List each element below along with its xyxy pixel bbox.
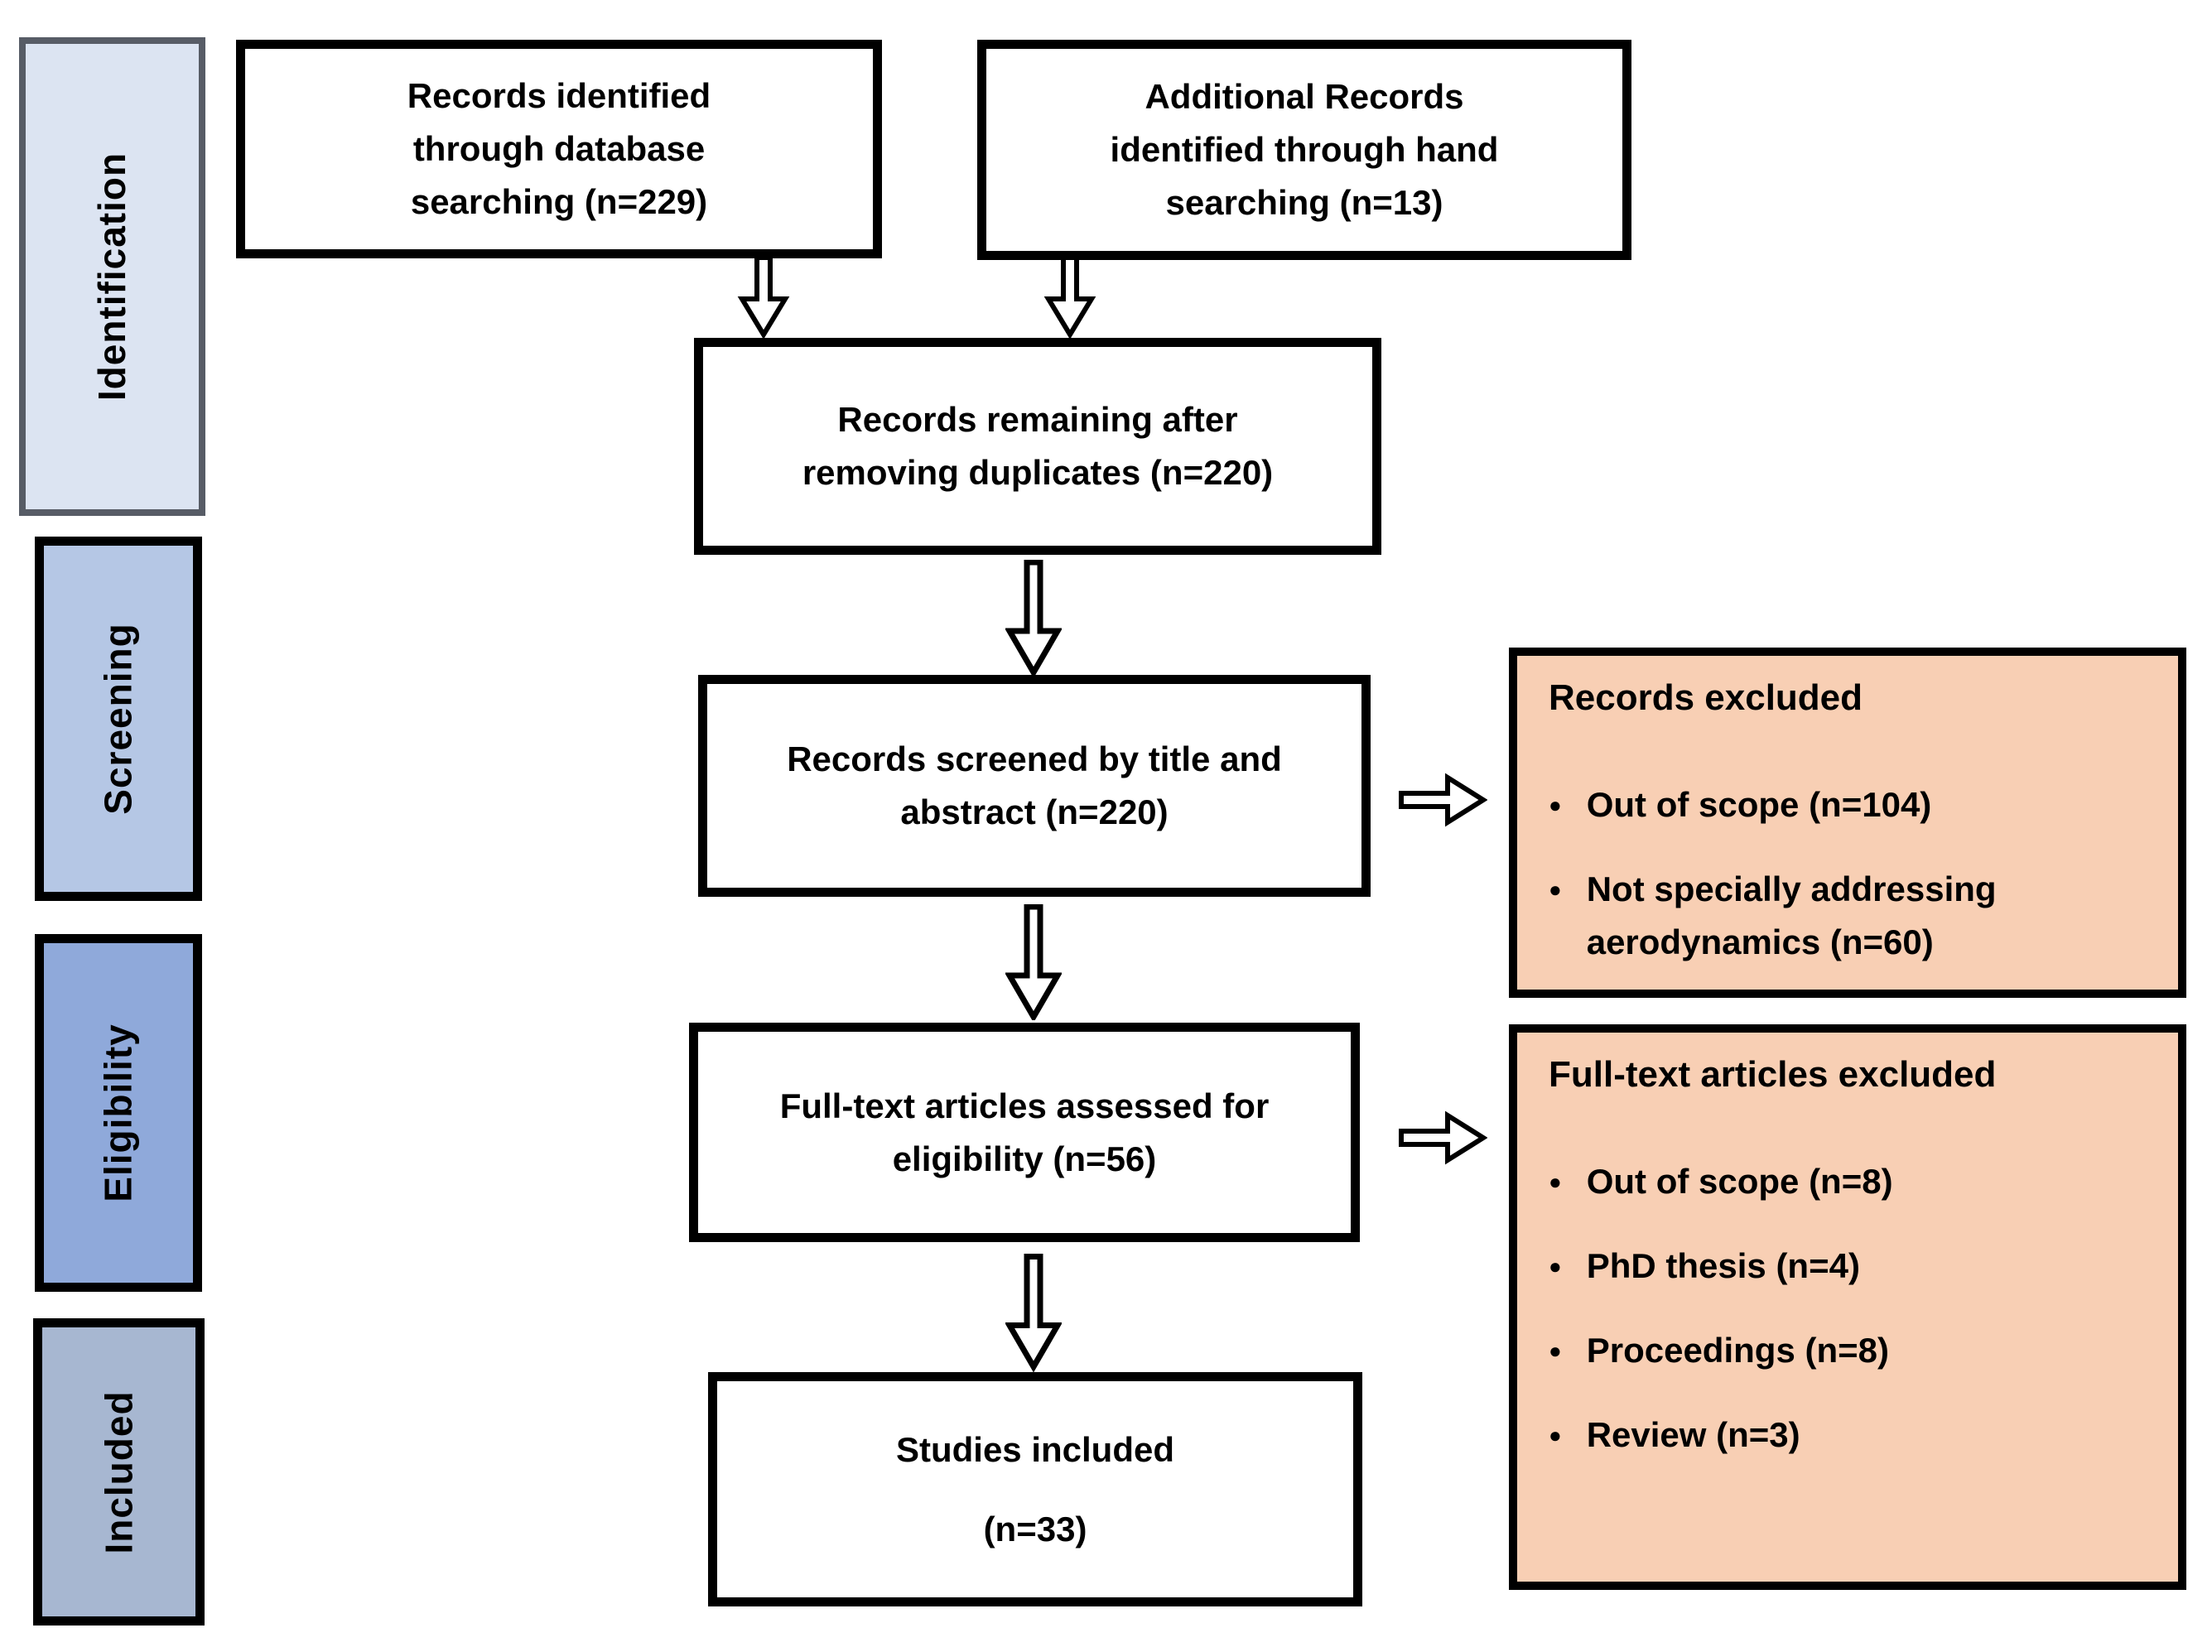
box-fulltext-excluded: Full-text articles excluded ● Out of sco… bbox=[1509, 1024, 2186, 1590]
down-arrow-icon bbox=[1005, 904, 1062, 1020]
box-line: identified through hand bbox=[1110, 130, 1499, 169]
box-line: Studies included bbox=[895, 1429, 1175, 1469]
bullet-icon: ● bbox=[1549, 1423, 1562, 1447]
box-line: searching (n=13) bbox=[1165, 183, 1443, 222]
stage-label: Included bbox=[97, 1390, 141, 1554]
box-records-excluded: Records excluded ● Out of scope (n=104) … bbox=[1509, 648, 2186, 998]
box-line: Additional Records bbox=[1145, 77, 1464, 116]
exclusion-item: ● Review (n=3) bbox=[1549, 1409, 2153, 1462]
box-line: abstract (n=220) bbox=[900, 792, 1169, 831]
box-line: searching (n=229) bbox=[410, 182, 708, 221]
exclusion-item: ● Proceedings (n=8) bbox=[1549, 1324, 2153, 1377]
box-line: Records screened by title and bbox=[787, 739, 1282, 778]
exclusion-item-text: PhD thesis (n=4) bbox=[1586, 1246, 1860, 1285]
exclusion-item: ● Out of scope (n=8) bbox=[1549, 1155, 2153, 1208]
down-arrow-icon bbox=[737, 255, 790, 338]
exclusion-title: Full-text articles excluded bbox=[1549, 1054, 1997, 1095]
box-studies-included: Studies included (n=33) bbox=[708, 1372, 1362, 1606]
exclusion-item-text: Review (n=3) bbox=[1586, 1415, 1800, 1454]
bullet-icon: ● bbox=[1549, 792, 1562, 817]
exclusion-item: ● Out of scope (n=104) bbox=[1549, 778, 2153, 831]
right-arrow-icon bbox=[1399, 773, 1487, 827]
exclusion-item-text: Out of scope (n=8) bbox=[1586, 1162, 1893, 1201]
stage-label: Screening bbox=[97, 623, 141, 815]
box-fulltext-assessed: Full-text articles assessed for eligibil… bbox=[689, 1023, 1360, 1242]
box-line: removing duplicates (n=220) bbox=[802, 453, 1274, 492]
bullet-icon: ● bbox=[1549, 877, 1562, 902]
stage-identification: Identification bbox=[19, 37, 205, 516]
bullet-icon: ● bbox=[1549, 1254, 1562, 1279]
box-line: eligibility (n=56) bbox=[892, 1139, 1157, 1178]
exclusion-item-text: Out of scope (n=104) bbox=[1586, 785, 1932, 824]
down-arrow-icon bbox=[1005, 1254, 1062, 1372]
down-arrow-icon bbox=[1005, 560, 1062, 676]
box-records-identified-database: Records identified through database sear… bbox=[236, 40, 882, 258]
stage-screening: Screening bbox=[35, 537, 202, 901]
stage-included: Included bbox=[33, 1318, 205, 1626]
box-records-screened: Records screened by title and abstract (… bbox=[698, 675, 1371, 897]
exclusion-item-text: Not specially addressing aerodynamics (n… bbox=[1586, 869, 1997, 961]
box-line: Records remaining after bbox=[837, 400, 1238, 439]
stage-eligibility: Eligibility bbox=[35, 934, 202, 1292]
box-line: through database bbox=[412, 129, 706, 168]
box-line: Records identified bbox=[407, 76, 711, 115]
box-line: (n=33) bbox=[983, 1509, 1087, 1548]
exclusion-item-text: Proceedings (n=8) bbox=[1586, 1331, 1889, 1370]
exclusion-item: ● Not specially addressing aerodynamics … bbox=[1549, 863, 2153, 969]
exclusion-title: Records excluded bbox=[1549, 677, 1863, 718]
down-arrow-icon bbox=[1043, 255, 1096, 338]
exclusion-item: ● PhD thesis (n=4) bbox=[1549, 1240, 2153, 1293]
box-line: Full-text articles assessed for bbox=[779, 1086, 1270, 1125]
box-records-after-duplicates: Records remaining after removing duplica… bbox=[694, 338, 1381, 555]
box-records-identified-hand: Additional Records identified through ha… bbox=[977, 40, 1631, 260]
right-arrow-icon bbox=[1399, 1110, 1487, 1165]
bullet-icon: ● bbox=[1549, 1338, 1562, 1363]
stage-label: Eligibility bbox=[97, 1023, 140, 1202]
bullet-icon: ● bbox=[1549, 1169, 1562, 1194]
stage-label: Identification bbox=[90, 152, 134, 402]
